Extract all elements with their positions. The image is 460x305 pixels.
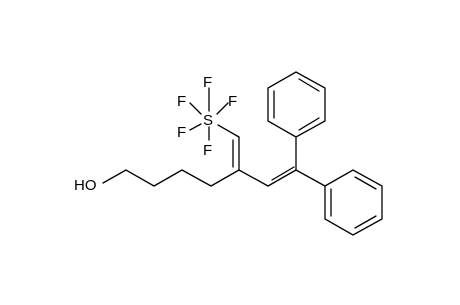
atom-label-fluorine-right: F	[228, 93, 237, 110]
bond-c6-s	[217, 124, 240, 138]
phenyl-ring-lower	[295, 169, 383, 236]
bond-c1-c2	[125, 169, 155, 187]
atom-label-sulfur: S	[203, 112, 213, 129]
bond-c8-phenyl-lower	[295, 169, 326, 187]
atom-label-fluorine-left: F	[177, 93, 186, 110]
bond-s-f-right	[216, 102, 229, 115]
phenyl-lower-double-2	[354, 176, 377, 190]
atom-label-fluorine-bottom: F	[203, 142, 212, 159]
bond-c7-c8	[267, 169, 297, 187]
bond-s-f-left	[189, 102, 202, 115]
phenyl-upper-double-2	[298, 78, 320, 92]
atom-label-hydroxyl: HO	[74, 177, 97, 194]
bond-o-c1	[102, 169, 127, 184]
bond-c7-c8-double	[271, 166, 295, 181]
bond-c3-c4	[181, 169, 212, 187]
atom-label-fluorine-top: F	[203, 74, 212, 91]
phenyl-ring-upper	[267, 71, 326, 171]
bond-c2-c3	[153, 169, 183, 187]
bond-s-f-lowerleft	[189, 123, 202, 131]
phenyl-lower-hexagon	[324, 169, 383, 236]
bond-c5-c7	[238, 169, 269, 187]
diene-core	[217, 124, 297, 187]
phenyl-lower-double-3	[354, 215, 377, 229]
bond-c4-c5	[210, 169, 240, 187]
phenyl-upper-double-3	[298, 117, 320, 131]
atom-labels: HO S F F F F F	[74, 74, 237, 194]
atom-label-fluorine-lowerleft: F	[177, 124, 186, 141]
sf5-group	[189, 87, 229, 141]
phenyl-upper-hexagon	[267, 71, 326, 138]
alkyl-chain	[102, 169, 240, 187]
